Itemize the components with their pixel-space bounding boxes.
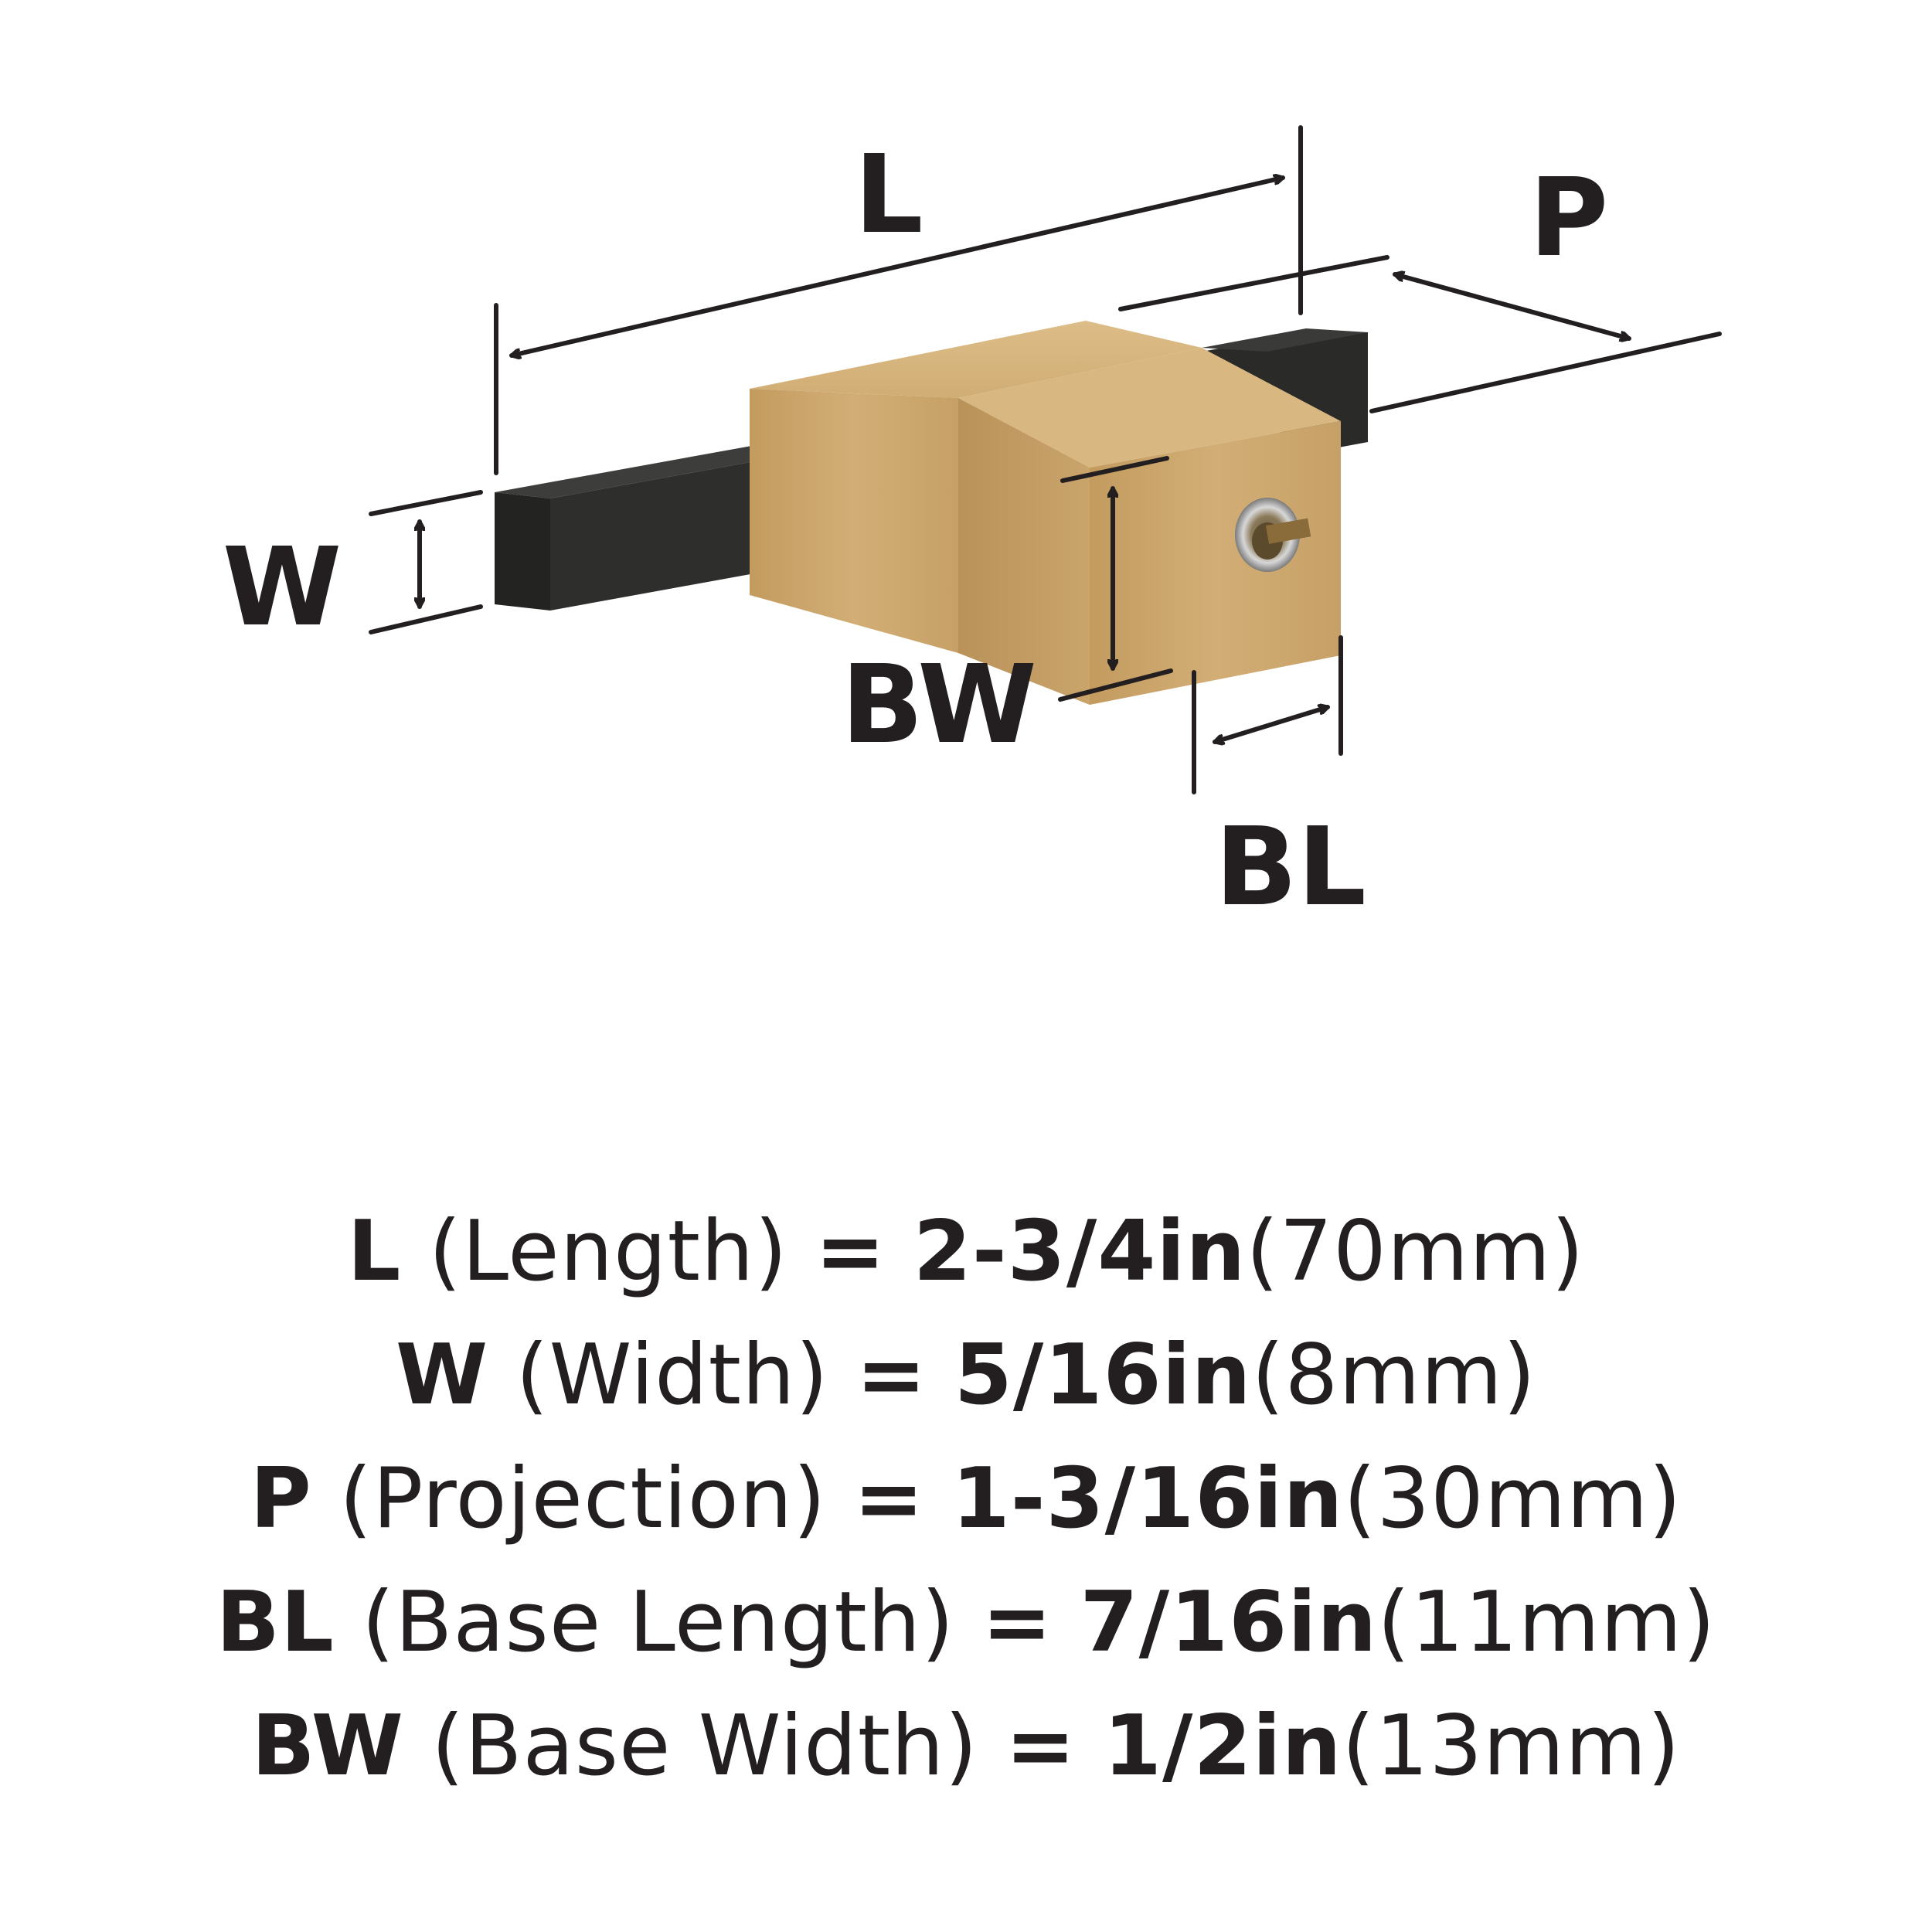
spec-imperial: 7/16in [1080,1574,1378,1671]
spec-equals: = [855,1327,927,1423]
bw-extension-bottom [1058,668,1173,702]
spec-name: (Width) [515,1327,829,1423]
p-extension-front [1369,332,1722,413]
spec-equals: = [1005,1698,1077,1794]
spec-list: L (Length) = 2-3/4in(70mm) W (Width) = 5… [0,1190,1932,1808]
label-l: L [854,132,923,258]
spec-code: W [396,1327,489,1423]
label-bw: BW [841,642,1036,768]
spec-projection: P (Projection) = 1-3/16in(30mm) [0,1437,1932,1561]
spec-equals: = [981,1574,1053,1671]
spec-code: P [250,1451,312,1547]
spec-imperial: 1/2in [1103,1698,1342,1794]
spec-equals: = [815,1203,886,1300]
spec-width: W (Width) = 5/16in(8mm) [0,1314,1932,1437]
spec-base-length: BL (Base Length) = 7/16in(11mm) [0,1561,1932,1685]
l-arrow [509,178,1285,355]
label-p: P [1529,155,1609,281]
label-w: W [223,525,342,651]
spec-equals: = [853,1451,925,1547]
p-arrow [1393,274,1631,338]
dimension-lines [369,125,1722,794]
spec-imperial: 1-3/16in [951,1451,1344,1547]
spec-metric: (8mm) [1251,1327,1536,1423]
base-rear-front [750,389,958,653]
pull-illustration [495,321,1368,705]
bw-extension-top [1060,456,1169,483]
spec-code: L [347,1203,402,1300]
bl-arrow [1213,707,1330,742]
base-front-face [1090,421,1341,705]
base-front-top [958,348,1341,468]
w-extension-bottom [369,604,483,634]
label-bl: BL [1215,804,1366,927]
spec-code: BL [216,1574,335,1671]
spec-base-width: BW (Base Width) = 1/2in(13mm) [0,1685,1932,1808]
spec-name: (Length) [428,1203,788,1300]
spec-imperial: 2-3/4in [913,1203,1247,1300]
spec-name: (Projection) [339,1451,827,1547]
p-extension-rear [1118,255,1389,311]
spec-name: (Base Length) [362,1574,955,1671]
spec-metric: (30mm) [1343,1451,1682,1547]
spec-imperial: 5/16in [954,1327,1252,1423]
spec-metric: (70mm) [1246,1203,1585,1300]
base-front-left [958,398,1090,705]
spec-length: L (Length) = 2-3/4in(70mm) [0,1190,1932,1314]
w-extension-top [369,490,483,516]
spec-metric: (13mm) [1342,1698,1681,1794]
spec-metric: (11mm) [1377,1574,1716,1671]
bar-left-front [495,492,550,611]
screw-shank [1265,518,1311,544]
dimension-diagram: L P W BW BL [223,125,1722,927]
spec-name: (Base Width) [431,1698,978,1794]
bar-left-top [495,442,827,498]
spec-code: BW [251,1698,404,1794]
